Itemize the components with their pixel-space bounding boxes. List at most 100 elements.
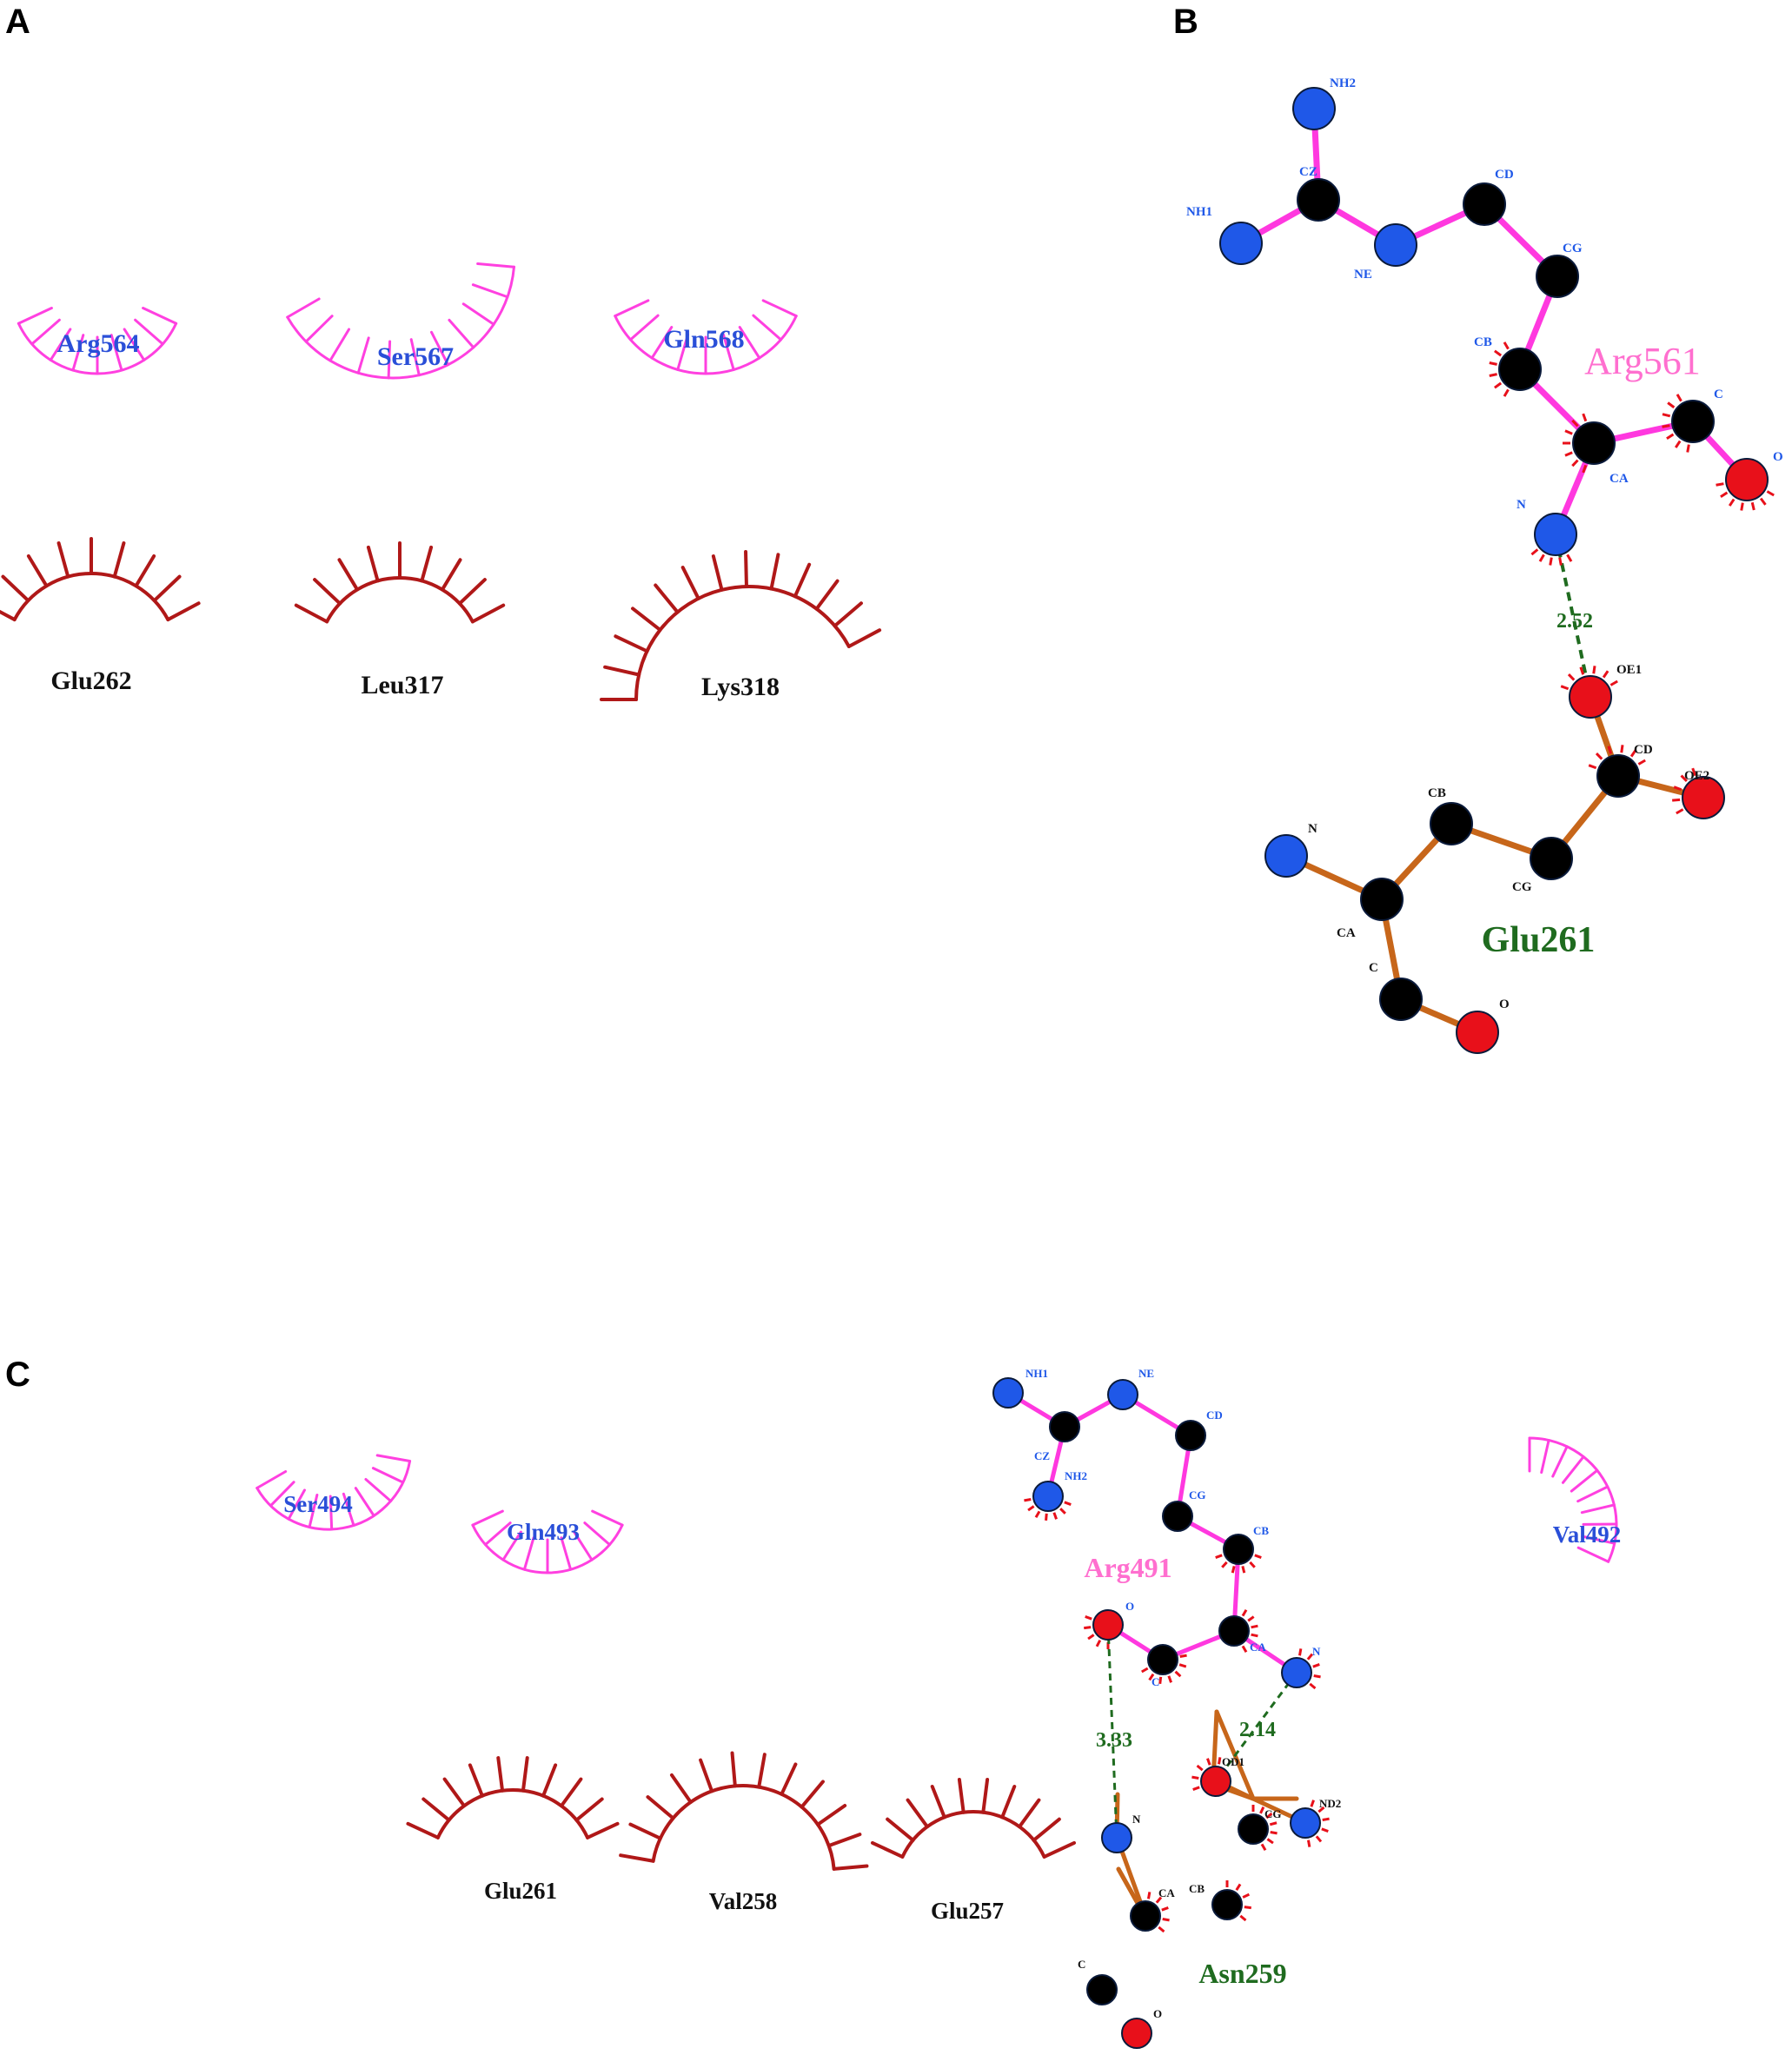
panel-c-receptor-contact-2 bbox=[619, 1751, 869, 1871]
halo-tick bbox=[1052, 1512, 1058, 1520]
halo-n bbox=[1530, 548, 1573, 566]
contact-tick bbox=[870, 1840, 905, 1859]
contact-tick bbox=[586, 1821, 620, 1840]
halo-tick bbox=[1637, 759, 1646, 766]
halo-tick bbox=[1251, 1624, 1258, 1629]
halo-tick bbox=[1158, 1676, 1163, 1684]
contact-tick bbox=[110, 334, 123, 372]
atom-label: O bbox=[1125, 1600, 1134, 1613]
contact-arc bbox=[256, 1460, 412, 1531]
contact-tick bbox=[501, 1530, 522, 1561]
panel-letter-b: B bbox=[1173, 3, 1198, 41]
halo-tick bbox=[1620, 745, 1624, 753]
contact-tick bbox=[793, 562, 812, 599]
halo-tick bbox=[1720, 491, 1729, 499]
halo-tick bbox=[1676, 808, 1684, 815]
halo-c bbox=[1662, 394, 1690, 453]
halo-tick bbox=[1530, 548, 1539, 556]
halo-o-c bbox=[1084, 1615, 1110, 1649]
halo-cb-c bbox=[1215, 1554, 1262, 1574]
contact-tick bbox=[846, 628, 882, 648]
atom-o-rec bbox=[1121, 2018, 1152, 2049]
halo-tick bbox=[1313, 1674, 1321, 1679]
contact-tick bbox=[560, 1536, 573, 1571]
atom-label: CA bbox=[1337, 926, 1356, 940]
halo-tick bbox=[1206, 1758, 1211, 1766]
contact-tick bbox=[833, 601, 863, 628]
contact-tick bbox=[476, 262, 515, 268]
panel-a-receptor-contact-3 bbox=[600, 550, 882, 701]
contact-tick bbox=[629, 314, 660, 341]
atom-cg bbox=[1536, 255, 1579, 298]
contact-tick bbox=[1570, 1468, 1599, 1493]
atom-o-rec bbox=[1456, 1011, 1499, 1054]
halo-tick bbox=[1579, 666, 1585, 675]
halo-o bbox=[1716, 482, 1775, 511]
atom-label: N bbox=[1312, 1645, 1321, 1658]
contact-tick bbox=[1561, 1455, 1585, 1484]
halo-tick bbox=[1503, 341, 1510, 350]
atom-nd2 bbox=[1290, 1807, 1321, 1839]
contact-tick bbox=[304, 315, 334, 343]
atom-oe2 bbox=[1682, 776, 1725, 819]
contact-tick bbox=[711, 554, 724, 592]
contact-tick bbox=[496, 1756, 505, 1793]
panel-a-receptor-residue-1: Glu262 bbox=[50, 666, 131, 695]
contact-tick bbox=[1018, 1798, 1041, 1829]
contact-tick bbox=[541, 1763, 558, 1798]
atom-label: OE2 bbox=[1684, 769, 1709, 783]
halo-cd bbox=[1588, 745, 1646, 770]
contact-tick bbox=[619, 1853, 655, 1863]
halo-cb bbox=[1489, 341, 1510, 397]
contact-tick bbox=[471, 1509, 504, 1527]
contact-tick bbox=[354, 1487, 375, 1517]
halo-ca bbox=[1563, 413, 1588, 474]
halo-tick bbox=[1750, 501, 1755, 511]
contact-tick bbox=[166, 601, 201, 622]
halo-tick bbox=[1489, 361, 1497, 366]
halo-tick bbox=[1667, 401, 1676, 409]
halo-tick bbox=[1084, 1626, 1092, 1630]
atom-nh2 bbox=[1032, 1481, 1064, 1512]
atom-label: C bbox=[1152, 1675, 1159, 1688]
contact-tick bbox=[371, 1467, 405, 1484]
halo-tick bbox=[1759, 497, 1767, 506]
atom-label: NE bbox=[1138, 1367, 1154, 1380]
halo-oe1 bbox=[1560, 666, 1618, 691]
atom-cg-rec bbox=[1238, 1813, 1269, 1845]
halo-tick bbox=[1582, 413, 1588, 422]
halo-tick bbox=[1148, 1673, 1155, 1681]
atom-label: C bbox=[1369, 961, 1378, 975]
contact-tick bbox=[356, 336, 370, 375]
contact-tick bbox=[152, 574, 182, 603]
contact-tick bbox=[142, 307, 178, 325]
panel-a-ligand-residue-3: Gln568 bbox=[663, 325, 744, 354]
halo-od1 bbox=[1191, 1757, 1222, 1791]
halo-tick bbox=[1309, 1682, 1317, 1690]
atom-label: C bbox=[1714, 388, 1723, 401]
contact-tick bbox=[17, 307, 53, 325]
atom-label: N bbox=[1308, 822, 1317, 836]
halo-nh2 bbox=[1024, 1497, 1072, 1521]
halo-tick bbox=[1141, 1667, 1149, 1674]
contact-halos bbox=[1024, 341, 1775, 1933]
panel-c-hbond-distance-2: 2.14 bbox=[1239, 1719, 1276, 1741]
atom-label: CD bbox=[1206, 1409, 1223, 1422]
halo-tick bbox=[1493, 381, 1503, 389]
halo-tick bbox=[1241, 1566, 1246, 1574]
halo-tick bbox=[1244, 1906, 1251, 1910]
contact-tick bbox=[134, 554, 156, 588]
halo-tick bbox=[1191, 1775, 1199, 1780]
contact-tick bbox=[591, 1509, 624, 1527]
atom-label: CA bbox=[1158, 1886, 1175, 1899]
halo-tick bbox=[1662, 413, 1671, 418]
contact-tick bbox=[409, 338, 421, 377]
atom-label: CZ bbox=[1034, 1449, 1050, 1462]
halo-tick bbox=[1321, 1827, 1329, 1833]
halo-tick bbox=[1564, 451, 1573, 457]
atom-ca-rec bbox=[1130, 1900, 1161, 1932]
panel-c-receptor-contact-3 bbox=[870, 1778, 1077, 1859]
halo-tick bbox=[1567, 673, 1576, 681]
contact-tick bbox=[654, 583, 680, 614]
halo-tick bbox=[1178, 1663, 1187, 1668]
